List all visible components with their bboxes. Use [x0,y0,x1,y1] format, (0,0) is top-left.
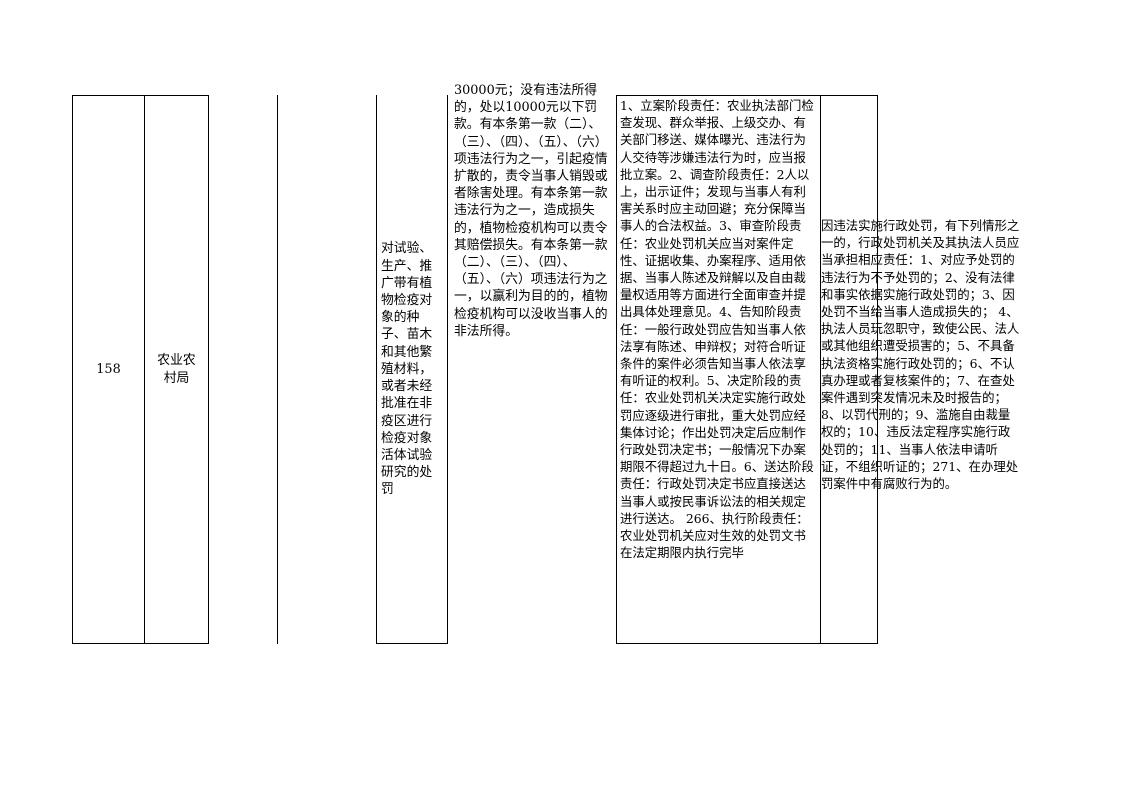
column-border [376,95,377,644]
row-bottom-border [72,643,208,644]
row-number: 158 [73,96,144,643]
row-bottom-border [376,643,447,644]
accountability-text: 因违法实施行政处罚，有下列情形之一的，行政处罚机关及其执法人员应当承担相应责任：… [821,218,1020,492]
column-border [208,95,209,644]
item-name-cell: 对试验、生产、推广带有植物检疫对象的种子、苗木和其他繁殖材料，或者未经批准在非疫… [377,96,447,643]
column-border [877,95,878,644]
row-top-border [616,95,877,96]
row-top-border [72,95,144,96]
row-top-border [145,95,208,96]
column-border [447,95,448,644]
column-border [72,95,73,644]
responsibility-text: 1、立案阶段责任：农业执法部门检查发现、群众举报、上级交办、有关部门移送、媒体曝… [620,98,814,561]
responsibility-cell: 1、立案阶段责任：农业执法部门检查发现、群众举报、上级交办、有关部门移送、媒体曝… [617,96,820,643]
item-name: 对试验、生产、推广带有植物检疫对象的种子、苗木和其他繁殖材料，或者未经批准在非疫… [381,241,433,498]
column-border [144,95,145,644]
department-cell: 农业农村局 [145,96,208,643]
row-number-text: 158 [96,361,121,377]
basis-cell: 30000元；没有违法所得的，处以10000元以下罚款。有本条第一款（二）、（三… [448,82,616,643]
column-border [616,95,617,644]
department-name: 农业农村局 [157,353,196,386]
column-border [820,95,821,644]
row-bottom-border [616,643,877,644]
column-border [277,95,278,644]
basis-text: 30000元；没有违法所得的，处以10000元以下罚款。有本条第一款（二）、（三… [454,83,608,339]
accountability-text-box: 因违法实施行政处罚，有下列情形之一的，行政处罚机关及其执法人员应当承担相应责任：… [818,217,1023,547]
